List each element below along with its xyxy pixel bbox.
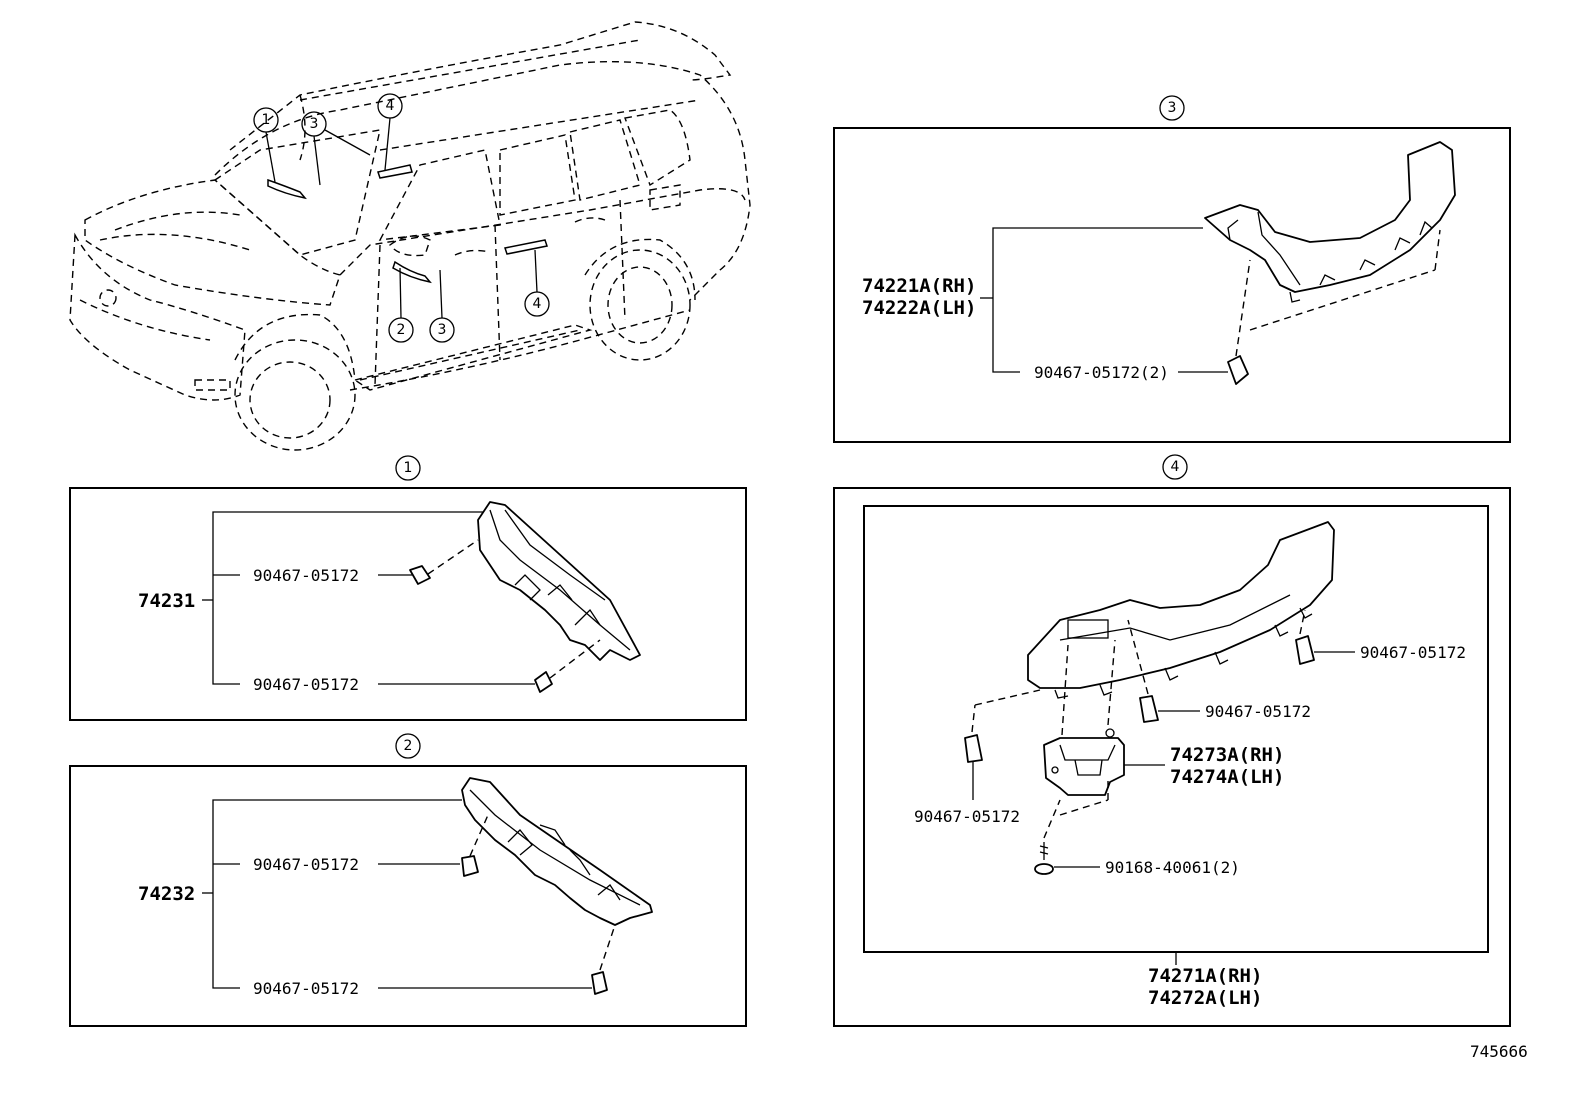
svg-text:3: 3 bbox=[438, 322, 447, 338]
panel-4-clip-right: 90467-05172 bbox=[1360, 643, 1466, 662]
panel-4-clip-mid: 90467-05172 bbox=[1205, 702, 1311, 721]
panel-2-clip-bottom: 90467-05172 bbox=[253, 979, 359, 998]
panel-2-title: 2 bbox=[404, 738, 413, 754]
clip-icon bbox=[461, 855, 479, 877]
vehicle-overview: 1 3 4 2 3 4 bbox=[69, 21, 751, 451]
panel-2-clip-top: 90467-05172 bbox=[253, 855, 359, 874]
panel-2-title-circle bbox=[395, 733, 421, 759]
callout-3b: 3 bbox=[429, 317, 455, 343]
clip-icon bbox=[591, 971, 608, 995]
panel-4-switch-lh: 74274A(LH) bbox=[1170, 766, 1284, 788]
panel-4-assy-rh: 74271A(RH) bbox=[1148, 965, 1262, 987]
screw-icon bbox=[1034, 842, 1054, 875]
panel-1-title-circle bbox=[395, 455, 421, 481]
panel-3-frame bbox=[833, 127, 1511, 443]
panel-1-title: 1 bbox=[404, 460, 413, 476]
panel-1-frame bbox=[69, 487, 747, 721]
panel-1-clip-bottom: 90467-05172 bbox=[253, 675, 359, 694]
panel-4-assy-lh: 74272A(LH) bbox=[1148, 987, 1262, 1009]
panel-1-clip-top: 90467-05172 bbox=[253, 566, 359, 585]
diagram-id: 745666 bbox=[1470, 1042, 1528, 1061]
panel-1-main-part: 74231 bbox=[138, 590, 195, 612]
panel-4-screw: 90168-40061(2) bbox=[1105, 858, 1240, 877]
panel-3-title-circle bbox=[1159, 95, 1185, 121]
panel-4: 4 bbox=[833, 454, 1511, 1027]
svg-text:3: 3 bbox=[310, 116, 319, 132]
callout-4b: 4 bbox=[524, 291, 550, 317]
panel-4-frame bbox=[833, 487, 1511, 1027]
svg-text:2: 2 bbox=[397, 322, 406, 338]
clip-icon bbox=[964, 734, 983, 763]
clip-icon bbox=[534, 671, 553, 693]
panel-2-frame bbox=[69, 765, 747, 1027]
callout-4: 4 bbox=[377, 93, 403, 119]
panel-3-clip: 90467-05172(2) bbox=[1034, 363, 1169, 382]
panel-4-clip-left: 90467-05172 bbox=[914, 807, 1020, 826]
svg-text:4: 4 bbox=[533, 296, 542, 312]
callout-1: 1 bbox=[253, 107, 279, 133]
panel-2-main-part: 74232 bbox=[138, 883, 195, 905]
panel-4-inner-frame bbox=[863, 505, 1489, 953]
clip-icon bbox=[1139, 695, 1159, 723]
callout-3: 3 bbox=[301, 111, 327, 137]
panel-3-title: 3 bbox=[1168, 100, 1177, 116]
panel-3-part-lh: 74222A(LH) bbox=[862, 297, 976, 319]
svg-text:4: 4 bbox=[386, 98, 395, 114]
panel-3-part-rh: 74221A(RH) bbox=[862, 275, 976, 297]
clip-icon bbox=[409, 565, 431, 585]
panel-4-title: 4 bbox=[1171, 459, 1180, 475]
callout-2: 2 bbox=[388, 317, 414, 343]
svg-text:1: 1 bbox=[262, 112, 271, 128]
panel-2: 2 74232 90467-05172 90467-05172 bbox=[69, 733, 747, 1027]
panel-1: 1 74231 90467-05172 90467-05172 bbox=[69, 455, 747, 721]
clip-icon bbox=[1227, 355, 1249, 385]
panel-4-title-circle bbox=[1162, 454, 1188, 480]
panel-4-switch-rh: 74273A(RH) bbox=[1170, 744, 1284, 766]
panel-3: 3 74221A(RH) 74222A(LH) 90467-05172(2) bbox=[833, 95, 1511, 443]
clip-icon bbox=[1295, 635, 1315, 665]
